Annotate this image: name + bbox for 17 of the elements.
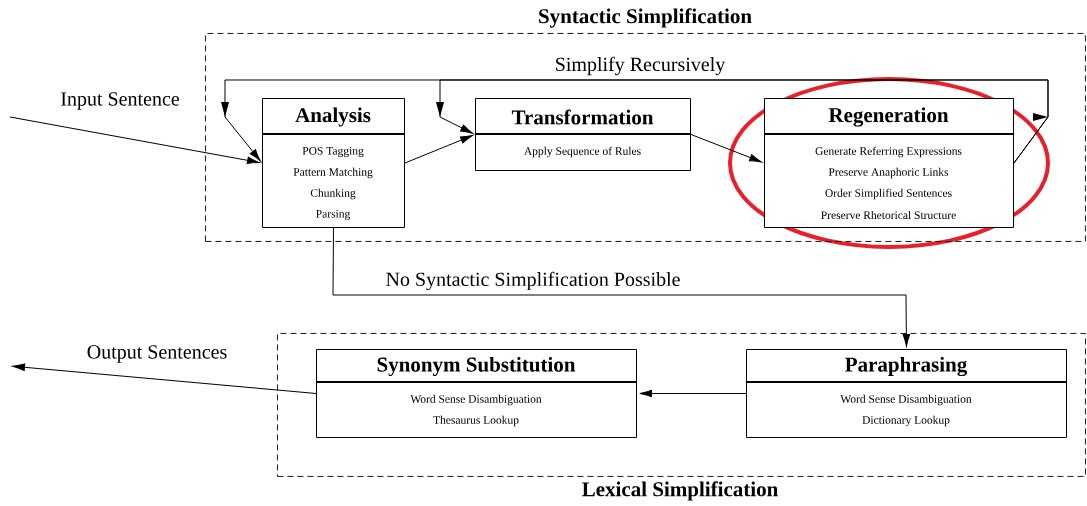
arrow [639, 389, 747, 398]
edge-label: Output Sentences [87, 345, 227, 363]
arrow [221, 79, 1049, 164]
edge-label: Input Sentence [61, 92, 180, 110]
process-box: Synonym Substitution Word Sense Disambiguation Thesaurus Lookup [315, 349, 637, 438]
process-box: Transformation Apply Sequence of Rules [474, 98, 691, 171]
arrow [690, 134, 762, 163]
edge-label: Simplify Recursively [556, 56, 726, 76]
node-label: Syntactic Simplification [539, 8, 752, 28]
process-box: Paraphrasing Word Sense Disambiguation Dictionary Lookup [745, 349, 1067, 438]
arrow [404, 135, 473, 164]
arrow [436, 79, 1049, 164]
arrow [12, 363, 317, 394]
node-label: Lexical Simplification [582, 481, 778, 501]
process-box: Analysis POS Tagging Pattern Matching Chunking Parsing [261, 98, 405, 228]
arrow [9, 116, 260, 165]
process-box: Regeneration Generate Referring Expressions Preserve Anaphoric Links Order Simplified Sentences Preserve Rhetorical Structure [763, 98, 1014, 228]
